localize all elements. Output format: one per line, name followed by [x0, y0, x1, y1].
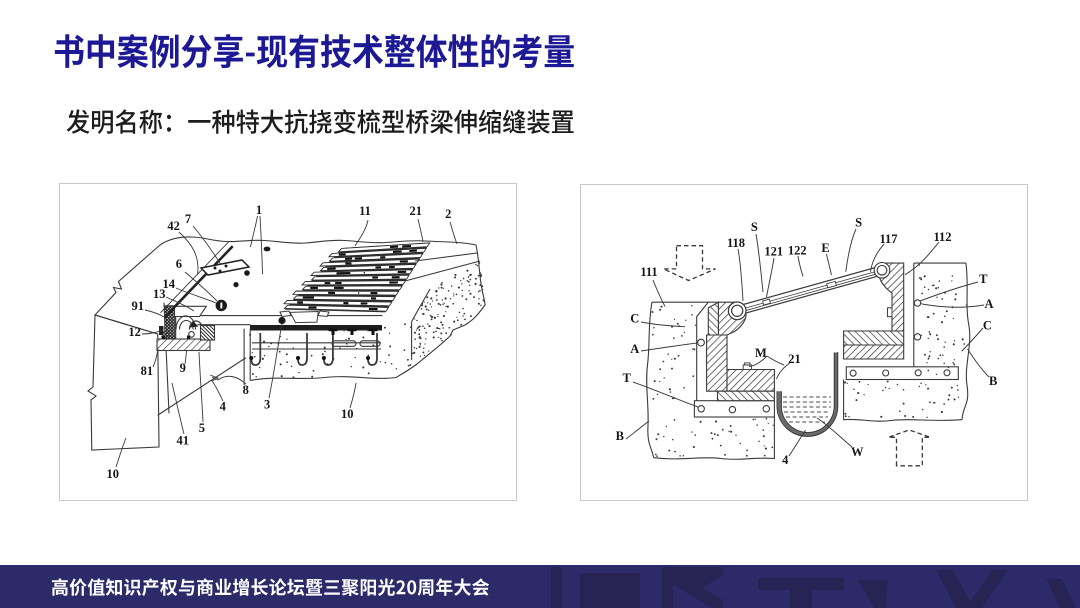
svg-text:121: 121 [764, 245, 783, 259]
svg-text:1: 1 [256, 203, 262, 217]
svg-text:W: W [851, 445, 864, 459]
svg-text:C: C [983, 319, 992, 333]
svg-text:122: 122 [788, 244, 807, 258]
svg-text:3: 3 [264, 398, 270, 412]
svg-text:M: M [755, 346, 767, 360]
svg-text:5: 5 [199, 421, 205, 435]
svg-text:91: 91 [132, 299, 145, 313]
svg-text:2: 2 [445, 207, 451, 221]
svg-text:4: 4 [782, 453, 789, 467]
svg-text:111: 111 [640, 265, 657, 279]
svg-text:42: 42 [167, 219, 180, 233]
svg-text:B: B [616, 429, 624, 443]
svg-text:21: 21 [788, 352, 801, 366]
svg-text:81: 81 [141, 364, 154, 378]
svg-text:7: 7 [185, 212, 191, 226]
svg-text:10: 10 [341, 407, 354, 421]
svg-text:117: 117 [879, 232, 897, 246]
svg-text:13: 13 [153, 287, 166, 301]
svg-text:14: 14 [163, 277, 176, 291]
svg-text:C: C [630, 312, 639, 326]
svg-text:B: B [989, 374, 997, 388]
svg-text:9: 9 [180, 361, 186, 375]
svg-text:12: 12 [128, 325, 141, 339]
svg-text:10: 10 [106, 467, 119, 481]
svg-text:21: 21 [409, 204, 422, 218]
svg-text:41: 41 [176, 434, 189, 448]
svg-text:S: S [855, 216, 862, 230]
svg-text:A: A [984, 297, 993, 311]
svg-text:T: T [623, 371, 632, 385]
svg-text:118: 118 [727, 236, 745, 250]
svg-text:S: S [751, 220, 758, 234]
svg-text:A: A [630, 342, 639, 356]
svg-text:8: 8 [243, 383, 249, 397]
svg-text:T: T [979, 272, 988, 286]
svg-text:6: 6 [176, 257, 182, 271]
svg-text:112: 112 [933, 230, 951, 244]
svg-text:E: E [821, 241, 829, 255]
svg-text:4: 4 [220, 400, 227, 414]
svg-text:11: 11 [359, 204, 371, 218]
